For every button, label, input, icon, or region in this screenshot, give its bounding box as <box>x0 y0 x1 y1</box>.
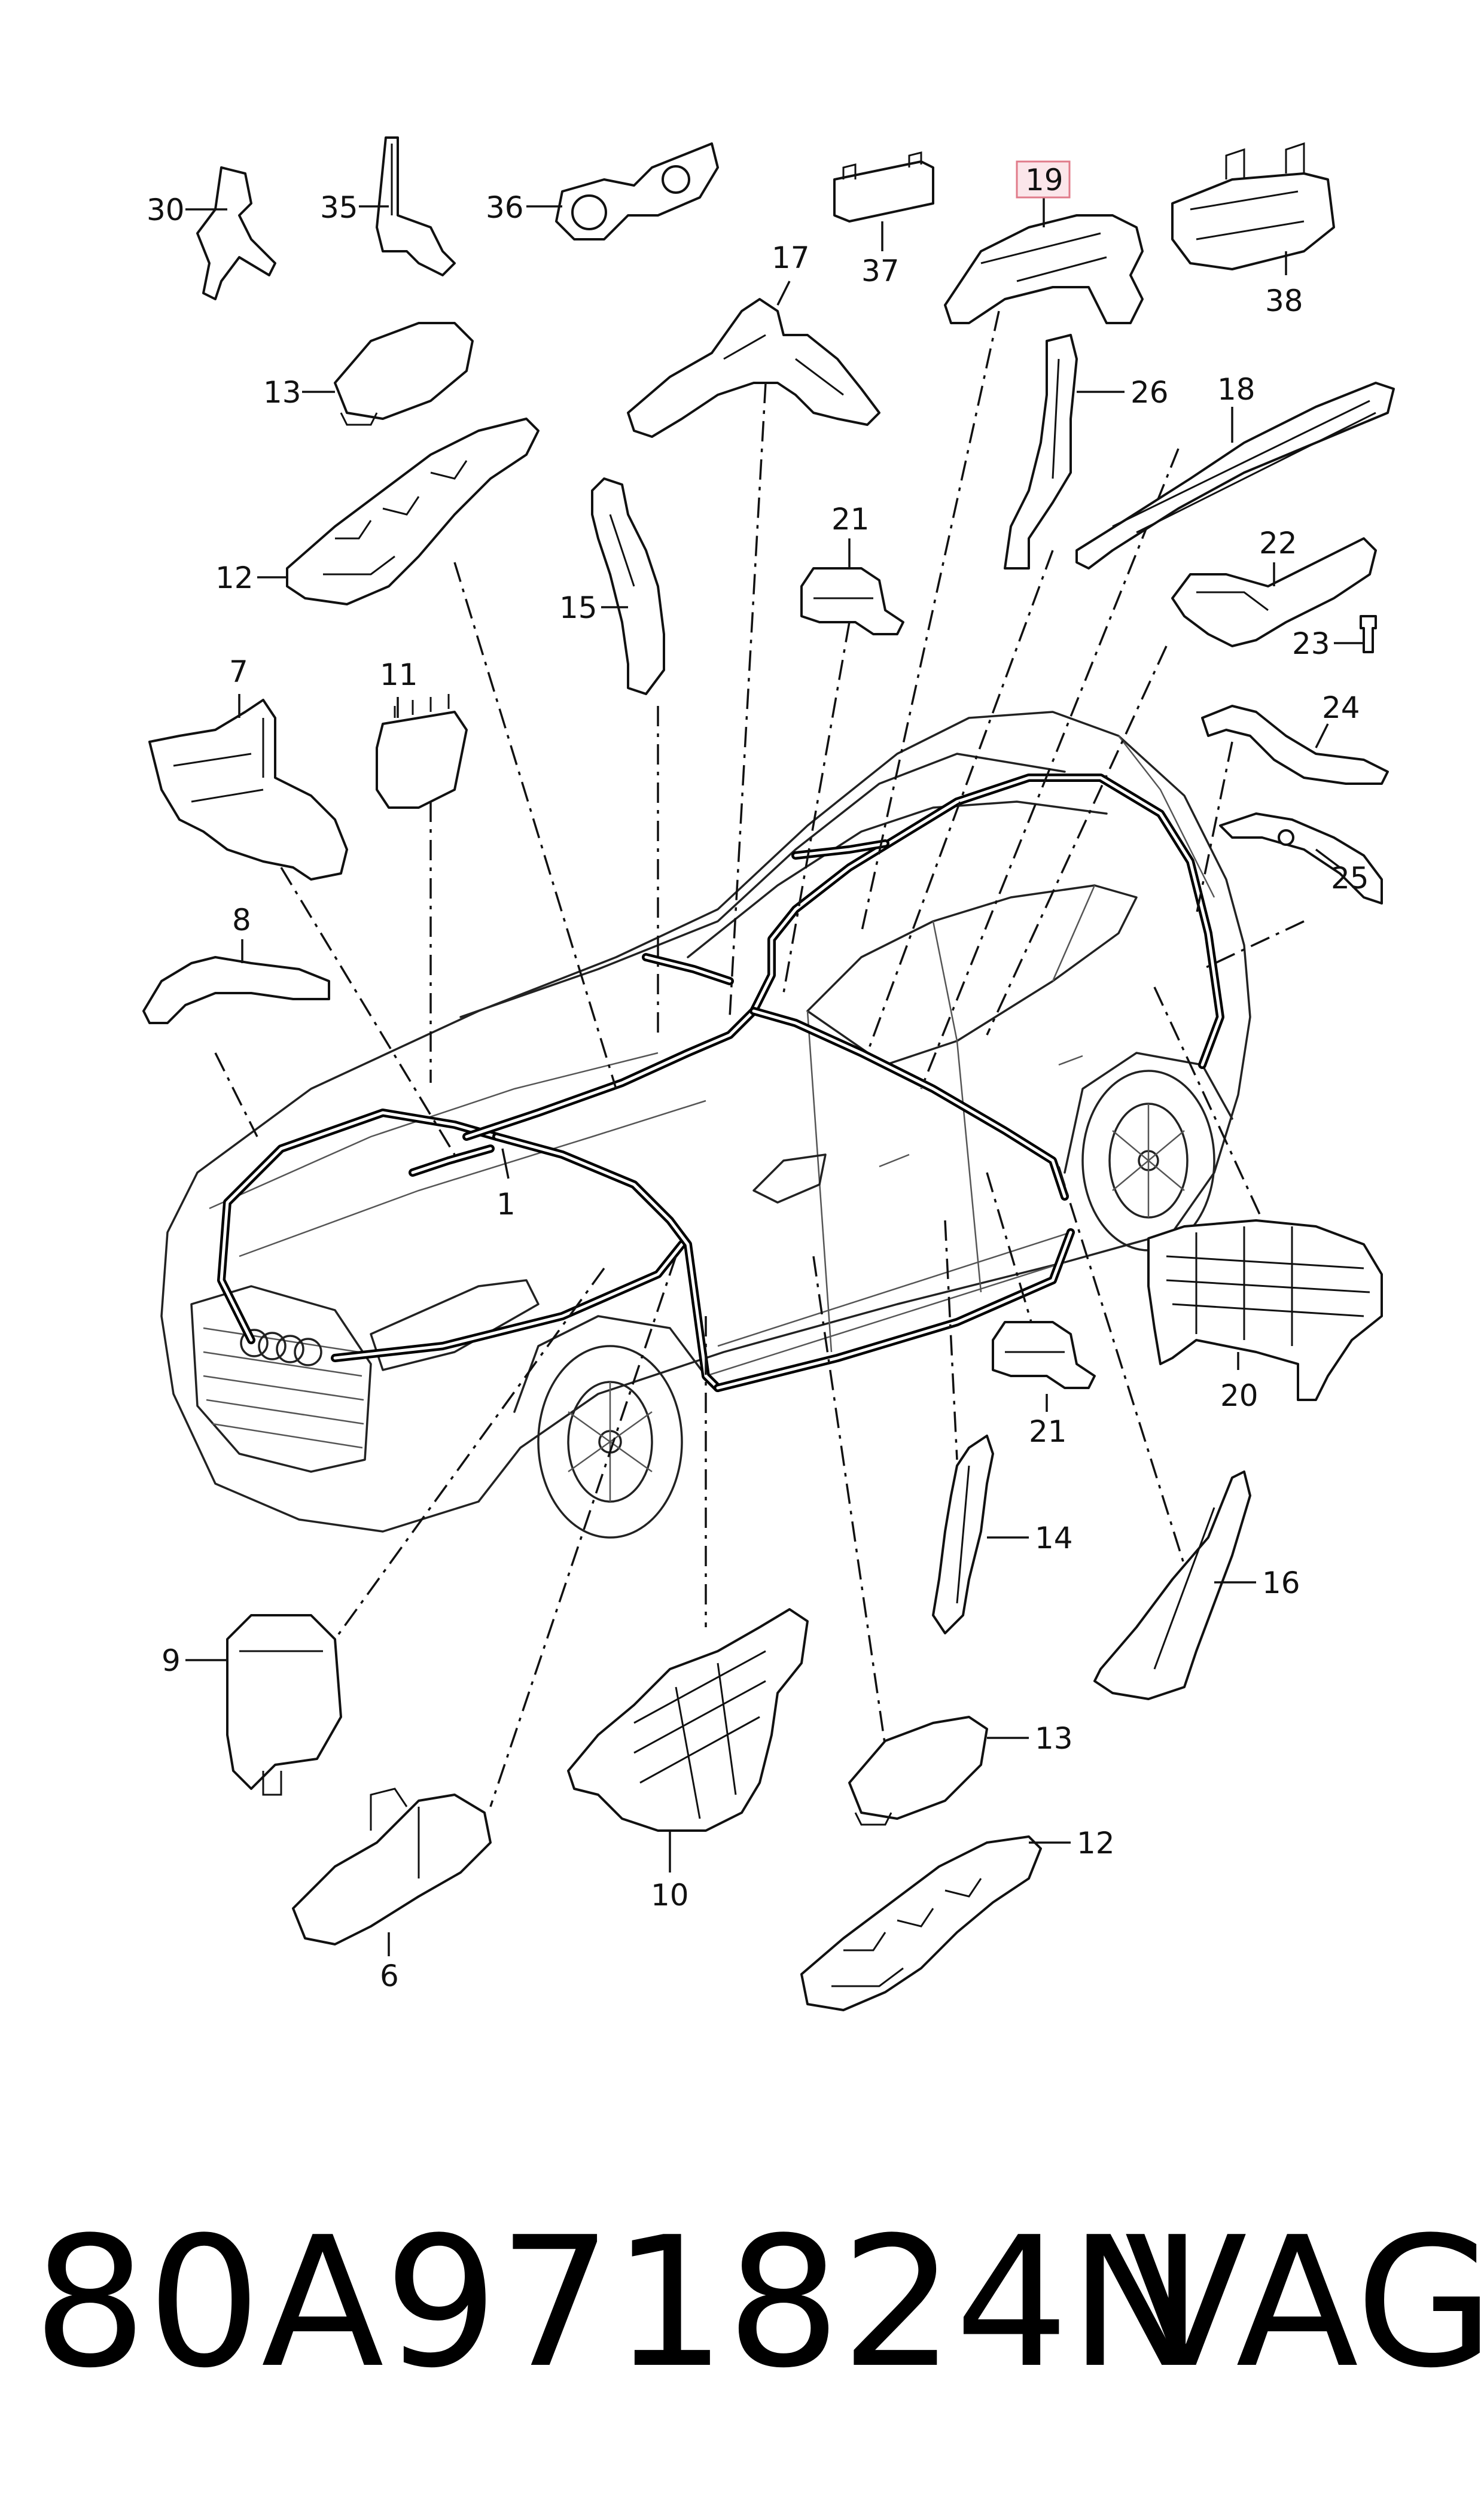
callout-19: 19 <box>1025 163 1064 197</box>
callout-18: 18 <box>1217 372 1256 407</box>
callout-7: 7 <box>229 654 248 689</box>
callout-15: 15 <box>559 590 598 625</box>
leader-lines <box>214 310 1305 1807</box>
callout-23: 23 <box>1292 626 1330 661</box>
callout-16: 16 <box>1262 1566 1300 1600</box>
callout-20: 20 <box>1220 1378 1258 1413</box>
callout-17: 17 <box>772 240 810 275</box>
callout-labels: 30 35 36 37 19 38 17 13 26 18 21 12 22 1… <box>147 160 1369 1993</box>
callout-10: 10 <box>651 1878 689 1913</box>
callout-36: 36 <box>486 190 524 225</box>
callout-13-lower: 13 <box>1035 1721 1073 1756</box>
callout-12-lower: 12 <box>1077 1826 1115 1861</box>
callout-19-highlight <box>1016 160 1071 199</box>
component-parts <box>142 136 1395 2011</box>
callout-24: 24 <box>1322 690 1360 725</box>
callout-30: 30 <box>147 193 185 227</box>
callout-8: 8 <box>232 903 251 937</box>
vehicle-outline <box>160 711 1251 1539</box>
callout-12-upper: 12 <box>215 561 254 595</box>
callout-37: 37 <box>861 254 900 288</box>
callout-38: 38 <box>1265 284 1303 318</box>
callout-21-lower: 21 <box>1029 1414 1067 1449</box>
part-number: 80A971824N <box>33 2199 1203 2407</box>
callout-14: 14 <box>1035 1521 1073 1555</box>
callout-25: 25 <box>1331 861 1369 896</box>
brand-name: VAG <box>1125 2199 1484 2407</box>
callout-1: 1 <box>496 1187 516 1222</box>
callout-22: 22 <box>1259 526 1297 561</box>
wiring-harness <box>217 774 1224 1392</box>
callout-21-upper: 21 <box>831 502 870 537</box>
callout-6: 6 <box>380 1959 399 1993</box>
callout-11: 11 <box>380 657 418 692</box>
callout-13-upper: 13 <box>263 375 301 410</box>
callout-26: 26 <box>1130 375 1169 410</box>
callout-35: 35 <box>320 190 358 225</box>
callout-9: 9 <box>161 1643 181 1678</box>
callout-ticks <box>185 197 1364 1956</box>
